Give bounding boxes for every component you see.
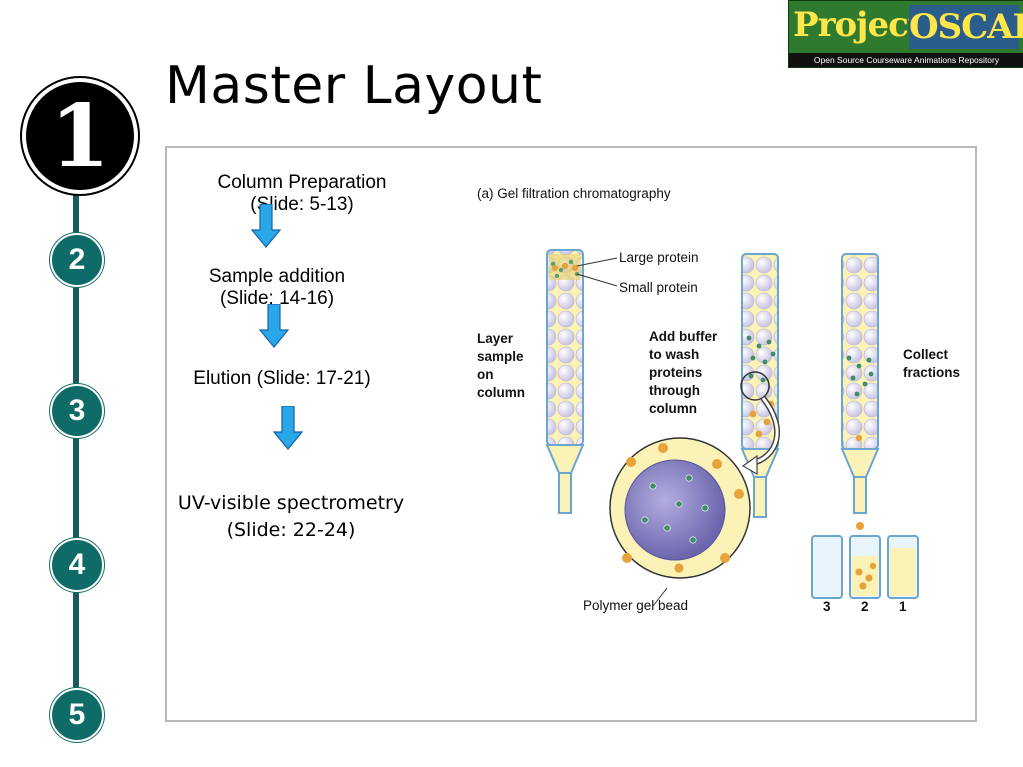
column-2 (740, 253, 780, 518)
nav-step-1-label: 1 (50, 85, 110, 187)
label-layer-sample: Layer sample on column (477, 331, 526, 400)
column-3 (840, 253, 880, 530)
logo-tagline: Open Source Courseware Animations Reposi… (789, 53, 1023, 67)
flow-step-column-preparation[interactable]: Column Preparation (Slide: 5-13) (187, 172, 417, 216)
flow-step-2-title: Sample addition (208, 266, 346, 287)
label-collect-fractions: Collect fractions (903, 347, 961, 380)
nav-step-3-label: 3 (68, 394, 86, 427)
nav-step-3[interactable]: 3 (50, 384, 104, 438)
nav-step-1[interactable]: 1 (22, 78, 138, 194)
gel-filtration-figure: (a) Gel filtration chromatography Large … (467, 148, 975, 720)
fraction-number-2: 2 (861, 599, 869, 614)
content-panel: Column Preparation (Slide: 5-13) Sample … (165, 146, 977, 722)
label-large-protein: Large protein (619, 250, 699, 265)
fraction-number-1: 1 (899, 599, 907, 614)
down-arrow-icon (259, 304, 289, 348)
nav-step-4[interactable]: 4 (50, 538, 104, 592)
fraction-tubes (811, 535, 919, 599)
figure-caption: (a) Gel filtration chromatography (477, 186, 671, 201)
flow-step-1-slides: (Slide: 5-13) (250, 194, 354, 215)
nav-step-5-label: 5 (68, 698, 86, 731)
nav-step-5[interactable]: 5 (50, 688, 104, 742)
logo-word-oscar: OSCAR (909, 5, 1023, 49)
down-arrow-icon (251, 204, 281, 248)
down-arrow-icon (273, 406, 303, 450)
label-add-buffer: Add buffer to wash proteins through colu… (649, 329, 718, 416)
page-title: Master Layout (165, 56, 543, 116)
flow-step-4-title: UV-visible spectrometry (177, 492, 405, 514)
label-polymer-gel-bead: Polymer gel bead (583, 598, 689, 613)
flow-step-uv-visible-spectrometry[interactable]: UV-visible spectrometry (Slide: 22-24) (167, 490, 415, 544)
fraction-number-3: 3 (823, 599, 831, 614)
flow-step-1-title: Column Preparation (217, 172, 387, 193)
label-small-protein: Small protein (619, 280, 698, 295)
gel-filtration-illustration (545, 249, 919, 607)
project-oscar-logo: Project OSCAR Open Source Courseware Ani… (788, 0, 1023, 68)
flow-step-3-title: Elution (Slide: 17-21) (193, 368, 371, 389)
logo-word-project: Project (793, 5, 923, 45)
nav-step-2[interactable]: 2 (50, 233, 104, 287)
nav-step-2-label: 2 (68, 243, 86, 276)
column-1 (545, 249, 585, 514)
flow-step-4-slides: (Slide: 22-24) (226, 519, 356, 541)
flow-step-2-slides: (Slide: 14-16) (219, 288, 335, 309)
flow-step-sample-addition[interactable]: Sample addition (Slide: 14-16) (177, 266, 377, 310)
zoomed-gel-bead (609, 396, 780, 607)
nav-step-4-label: 4 (68, 548, 86, 581)
flow-step-elution[interactable]: Elution (Slide: 17-21) (169, 368, 395, 390)
